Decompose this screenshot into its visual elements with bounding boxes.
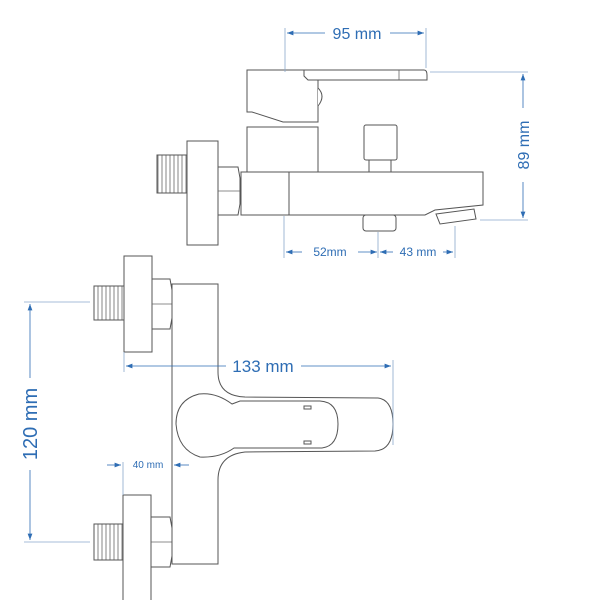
centers-label: 120 mm <box>20 388 42 460</box>
width-label: 95 mm <box>333 26 382 43</box>
lower-flange <box>122 494 152 600</box>
lever-handle <box>303 69 428 81</box>
side-view <box>156 69 484 246</box>
projection-label: 133 mm <box>232 357 293 376</box>
body-block <box>240 171 290 216</box>
dimension-40: 40 mm <box>107 460 189 495</box>
dimension-133: 133 mm <box>123 352 394 445</box>
indicator-mark <box>303 405 312 410</box>
wall-offset-label: 40 mm <box>133 460 164 471</box>
lower-inlet-thread <box>93 523 124 561</box>
spout-tip-label: 43 mm <box>400 245 437 259</box>
dimension-52-43: 52mm 43 mm <box>283 216 456 259</box>
upper-flange <box>123 255 153 353</box>
dimension-120: 120 mm <box>20 301 90 543</box>
height-label: 89 mm <box>516 121 533 170</box>
spout-offset-label: 52mm <box>313 245 346 259</box>
lever-pivot <box>317 87 323 107</box>
dimension-95: 95 mm <box>284 26 427 72</box>
wall-flange <box>186 140 219 246</box>
valve-bonnet <box>246 126 319 173</box>
bottom-button <box>362 214 397 232</box>
front-view <box>93 255 394 600</box>
indicator-mark <box>303 440 312 445</box>
upper-inlet-thread <box>93 285 125 321</box>
diverter-knob <box>363 124 398 161</box>
spout <box>288 171 484 216</box>
aerator <box>435 208 477 225</box>
dimension-89: 89 mm <box>430 71 533 221</box>
lever-handle-front <box>175 393 339 458</box>
